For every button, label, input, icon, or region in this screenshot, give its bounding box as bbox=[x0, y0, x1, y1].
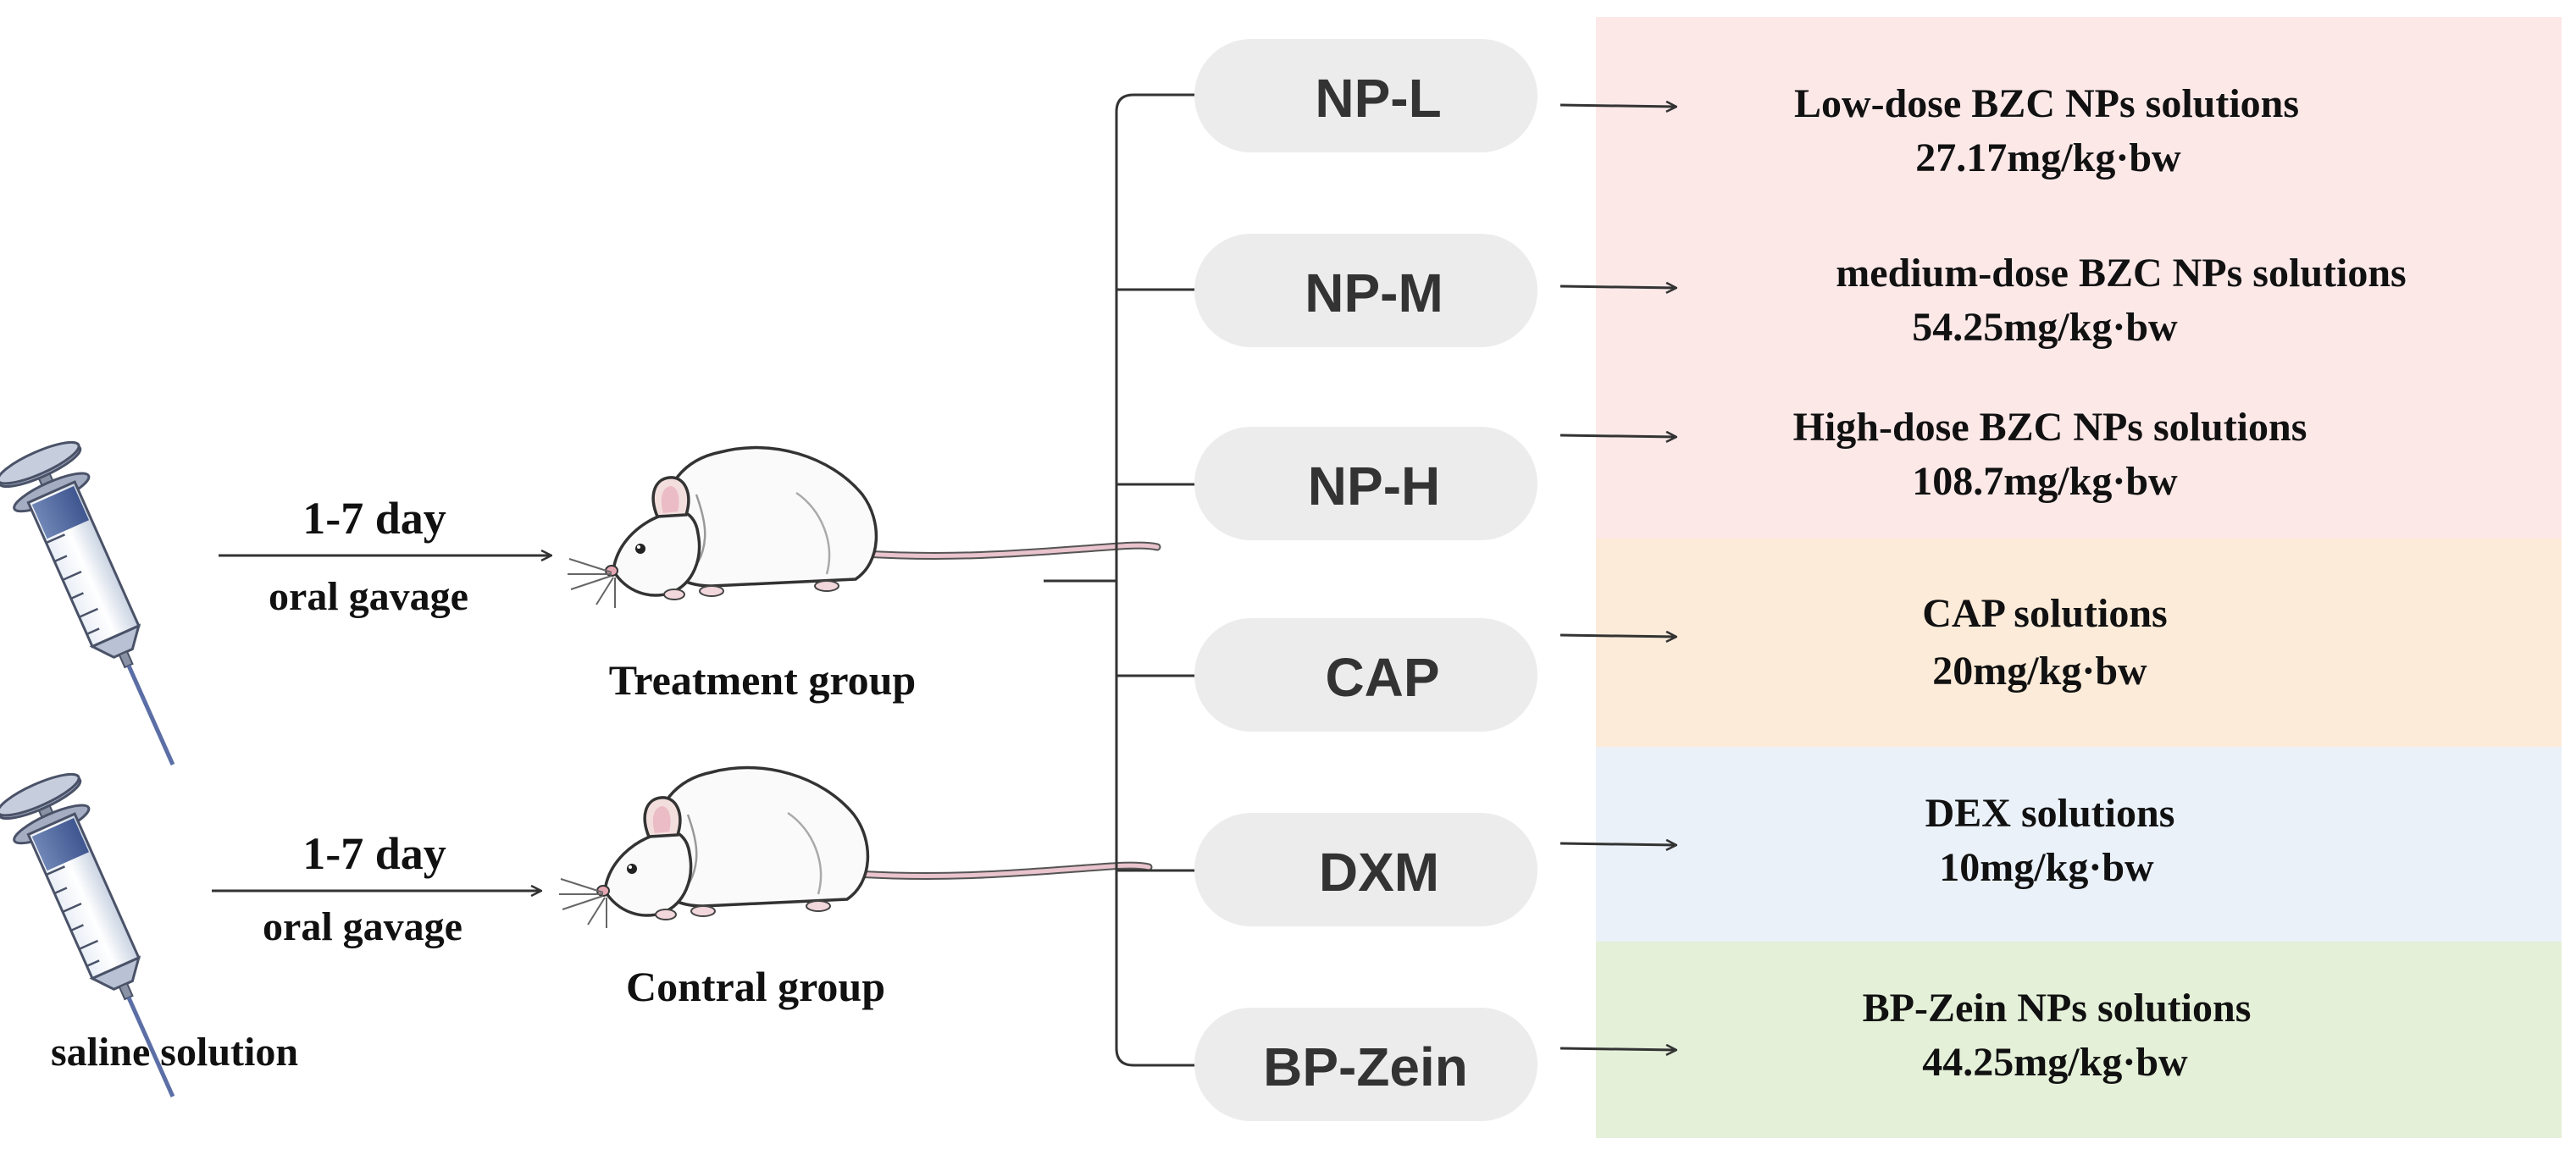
group-dose: 54.25mg/kg·bw bbox=[1912, 305, 2178, 350]
group-dose: 10mg/kg·bw bbox=[1939, 845, 2154, 890]
group-name: NP-M bbox=[1305, 262, 1443, 323]
group-description-line1: CAP solutions bbox=[1922, 591, 2167, 636]
panel-pink bbox=[1596, 17, 2562, 539]
group-description-line1: Low-dose BZC NPs solutions bbox=[1794, 81, 2299, 126]
group-name: NP-L bbox=[1315, 68, 1441, 129]
control-route: oral gavage bbox=[263, 904, 463, 949]
group-arrow bbox=[1559, 843, 1676, 845]
group-name: NP-H bbox=[1308, 456, 1440, 517]
group-name: CAP bbox=[1325, 647, 1439, 708]
treatment-days: 1-7 day bbox=[302, 493, 446, 544]
group-arrow bbox=[1559, 635, 1676, 637]
group-pill-bp-zein: BP-Zein bbox=[1194, 1008, 1537, 1121]
control-rat-icon bbox=[559, 768, 1149, 928]
panel-orange bbox=[1596, 539, 2562, 747]
group-descriptions: Low-dose BZC NPs solutions 27.17mg/kg·bw… bbox=[1793, 81, 2407, 1085]
saline-solution-label: saline solution bbox=[51, 1030, 298, 1075]
group-arrow bbox=[1559, 286, 1676, 288]
group-name: BP-Zein bbox=[1263, 1036, 1468, 1097]
bracket-ticks bbox=[1116, 288, 1207, 872]
group-arrow bbox=[1559, 435, 1676, 437]
group-dose: 27.17mg/kg·bw bbox=[1915, 135, 2181, 180]
group-pills: NP-L NP-M NP-H CAP DXM BP-Zein bbox=[1194, 39, 1537, 1121]
group-pill-np-h: NP-H bbox=[1194, 427, 1537, 540]
group-arrows bbox=[1559, 105, 1676, 1050]
group-description-line1: BP-Zein NPs solutions bbox=[1863, 986, 2252, 1031]
group-pill-np-m: NP-M bbox=[1194, 234, 1537, 347]
group-arrow bbox=[1559, 1048, 1676, 1050]
group-pill-cap: CAP bbox=[1194, 618, 1537, 732]
group-description-line1: medium-dose BZC NPs solutions bbox=[1836, 251, 2406, 296]
group-description-line1: High-dose BZC NPs solutions bbox=[1793, 405, 2307, 450]
treatment-route: oral gavage bbox=[269, 574, 468, 619]
group-description-line1: DEX solutions bbox=[1925, 791, 2175, 836]
group-dose: 20mg/kg·bw bbox=[1932, 649, 2147, 694]
panel-blue bbox=[1596, 747, 2562, 942]
group-pill-dxm: DXM bbox=[1194, 813, 1537, 926]
treatment-group-label: Treatment group bbox=[609, 656, 916, 704]
group-name: DXM bbox=[1319, 842, 1439, 903]
treatment-rat-icon bbox=[568, 448, 1157, 608]
group-pill-np-l: NP-L bbox=[1194, 39, 1537, 152]
syringe-treatment-icon bbox=[0, 435, 213, 782]
group-dose: 108.7mg/kg·bw bbox=[1912, 459, 2178, 504]
bracket bbox=[1115, 93, 1207, 1067]
group-arrow bbox=[1559, 105, 1676, 107]
control-group-label: Contral group bbox=[626, 963, 885, 1010]
control-days: 1-7 day bbox=[302, 828, 446, 879]
panel-green bbox=[1596, 942, 2562, 1138]
group-dose: 44.25mg/kg·bw bbox=[1922, 1040, 2188, 1085]
